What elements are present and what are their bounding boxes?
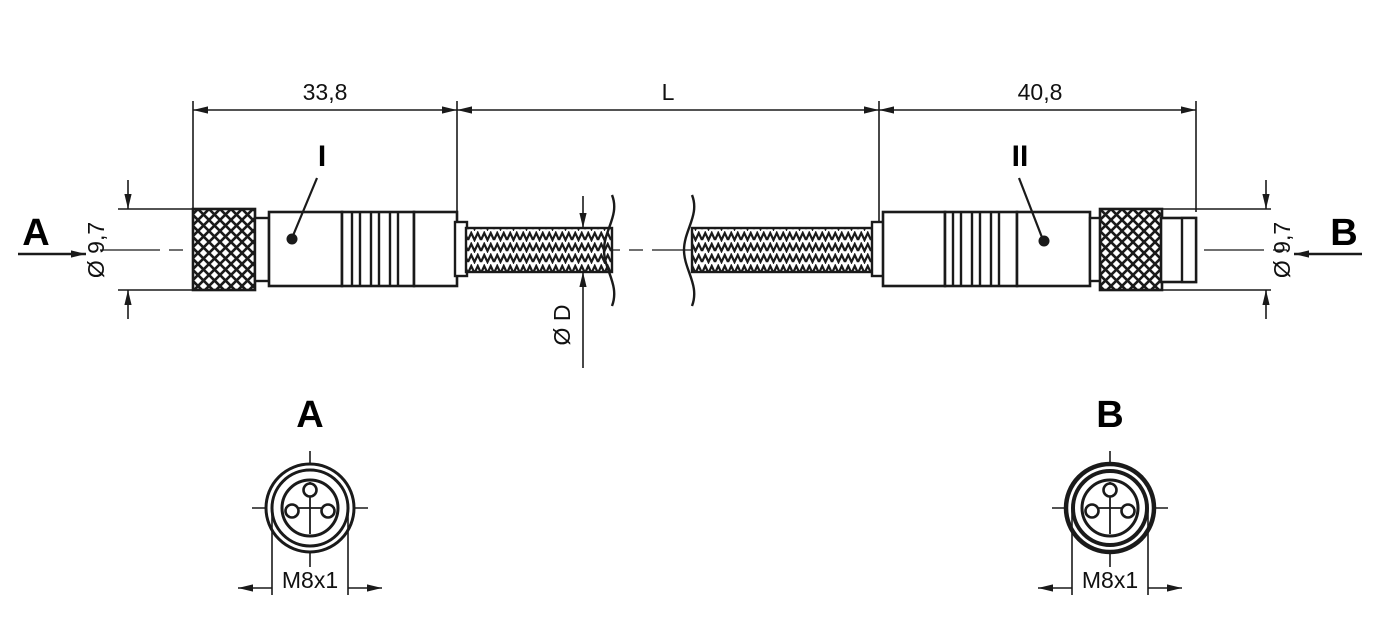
view-arrow-b-label: B: [1330, 212, 1357, 254]
face-a-socket-4: [320, 503, 336, 519]
callout-item-2-leader: [1017, 177, 1045, 241]
face-a-socket-1: [302, 482, 318, 498]
callout-item-1: I: [286, 140, 326, 245]
cable-left-braid: [464, 226, 614, 274]
right-nose-tip: [1180, 216, 1198, 284]
face-view-b-label: B: [1096, 394, 1123, 436]
face-a-socket-3: [284, 503, 300, 519]
left-ribs: [350, 212, 400, 286]
face-view-a-label: A: [296, 394, 323, 436]
left-connector-body: [191, 207, 469, 292]
callout-item-1-label: I: [318, 140, 326, 173]
dim-label-right-connector: 40,8: [1018, 79, 1063, 105]
view-arrow-a: A: [18, 212, 86, 258]
callout-item-2: II: [1012, 140, 1050, 247]
face-b-pin-4: [1120, 503, 1136, 519]
cable-break-left: [602, 194, 616, 307]
face-view-a: A M8x1: [238, 394, 382, 595]
view-arrow-a-label: A: [22, 212, 49, 254]
face-view-b: B M8x1: [1038, 394, 1182, 595]
callout-item-2-label: II: [1012, 140, 1029, 173]
dim-label-cable-length: L: [662, 79, 675, 105]
left-rear-barrel: [412, 210, 459, 288]
view-arrow-b: B: [1294, 212, 1362, 258]
dim-label-cable-diameter: Ø D: [549, 305, 575, 346]
face-b-pin-3: [1084, 503, 1100, 519]
callout-item-2-dot: [1038, 235, 1050, 247]
right-barrel: [1015, 210, 1092, 288]
callout-item-1-leader: [290, 177, 319, 239]
cable-right-run: [682, 194, 876, 307]
left-barrel: [267, 210, 344, 288]
face-b-pin-1: [1102, 482, 1118, 498]
cable-diameter-dimension: Ø D: [549, 196, 587, 368]
right-connector-body: [870, 207, 1198, 292]
cable-right-braid: [690, 226, 876, 274]
cable-break-right: [682, 194, 696, 307]
right-rear-barrel: [881, 210, 947, 288]
left-collar: [253, 216, 271, 283]
right-knurled-nut: [1098, 207, 1164, 292]
callout-item-1-dot: [286, 233, 298, 245]
face-a-thread-label: M8x1: [282, 567, 338, 593]
left-knurled-nut: [191, 207, 257, 292]
dim-label-left-connector: 33,8: [303, 79, 348, 105]
top-dimension-chain: 33,8 L 40,8: [192, 79, 1197, 232]
cable-left-run: [464, 194, 616, 307]
right-ribs: [951, 212, 1001, 286]
face-b-thread-label: M8x1: [1082, 567, 1138, 593]
